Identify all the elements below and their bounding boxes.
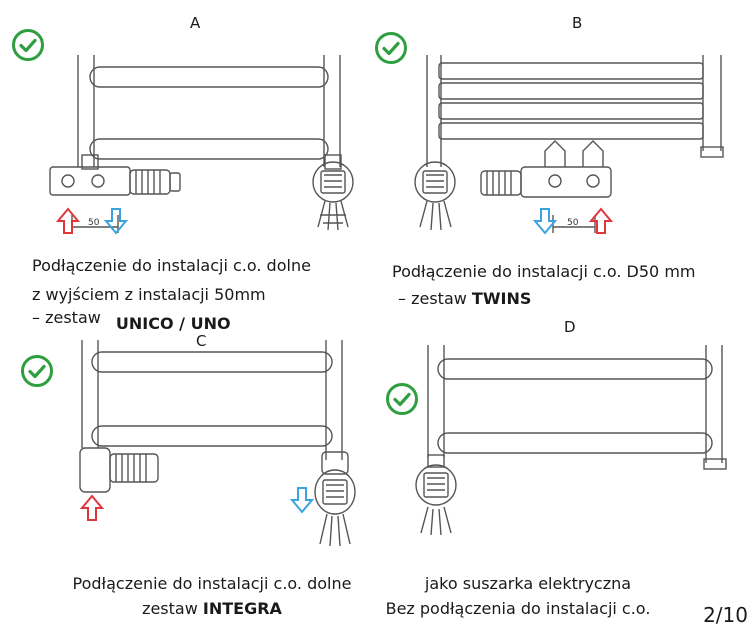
check-circle-icon <box>21 355 53 387</box>
caption-a-line2: z wyjściem z instalacji 50mm <box>32 285 266 304</box>
panel-letter-c: C <box>196 332 207 350</box>
up-arrow-icon <box>79 494 105 521</box>
caption-b-line2: – zestaw TWINS <box>398 287 695 310</box>
caption-d-line1: jako suszarka elektryczna <box>424 574 632 593</box>
caption-c: Podłączenie do instalacji c.o. dolne zes… <box>62 572 362 620</box>
caption-a: Podłączenie do instalacji c.o. dolne z w… <box>32 254 311 333</box>
page-number: 2/10 <box>703 603 748 627</box>
radiator-drawing-c <box>79 340 356 547</box>
caption-b-prefix: – zestaw <box>398 289 472 308</box>
down-arrow-icon <box>289 487 315 514</box>
down-arrow-icon <box>103 208 129 235</box>
panel-letter-d: D <box>564 318 576 336</box>
check-circle-icon <box>12 29 44 61</box>
panel-letter-b: B <box>572 14 583 32</box>
caption-b: Podłączenie do instalacji c.o. D50 mm – … <box>392 260 695 310</box>
caption-a-line1: Podłączenie do instalacji c.o. dolne <box>32 256 311 275</box>
check-circle-icon <box>375 32 407 64</box>
caption-b-kit: TWINS <box>471 289 532 308</box>
dimension-label-a: 50 <box>88 218 100 228</box>
caption-c-line1: Podłączenie do instalacji c.o. dolne <box>72 574 352 593</box>
radiator-drawing-b: 50 <box>414 55 724 235</box>
radiator-drawing-d <box>415 345 727 535</box>
up-arrow-icon <box>55 207 81 234</box>
caption-d: jako suszarka elektryczna Bez podłączeni… <box>386 572 698 620</box>
caption-b-line1: Podłączenie do instalacji c.o. D50 mm <box>392 262 696 281</box>
down-arrow-icon <box>532 208 558 235</box>
check-circle-icon <box>386 383 418 415</box>
caption-a-prefix: – zestaw <box>32 308 106 327</box>
radiator-drawing-a: 50 <box>49 55 354 235</box>
caption-c-prefix: zestaw <box>142 599 203 618</box>
caption-c-kit: INTEGRA <box>202 599 282 618</box>
up-arrow-icon <box>588 207 614 234</box>
panel-letter-a: A <box>190 14 201 32</box>
caption-a-line3: – zestaw UNICO / UNO <box>32 306 311 333</box>
caption-a-kit: UNICO / UNO <box>115 314 231 333</box>
caption-c-line2: zestaw INTEGRA <box>62 597 362 620</box>
caption-d-line2: Bez podłączenia do instalacji c.o. <box>385 599 651 618</box>
dimension-label-b: 50 <box>567 218 579 228</box>
